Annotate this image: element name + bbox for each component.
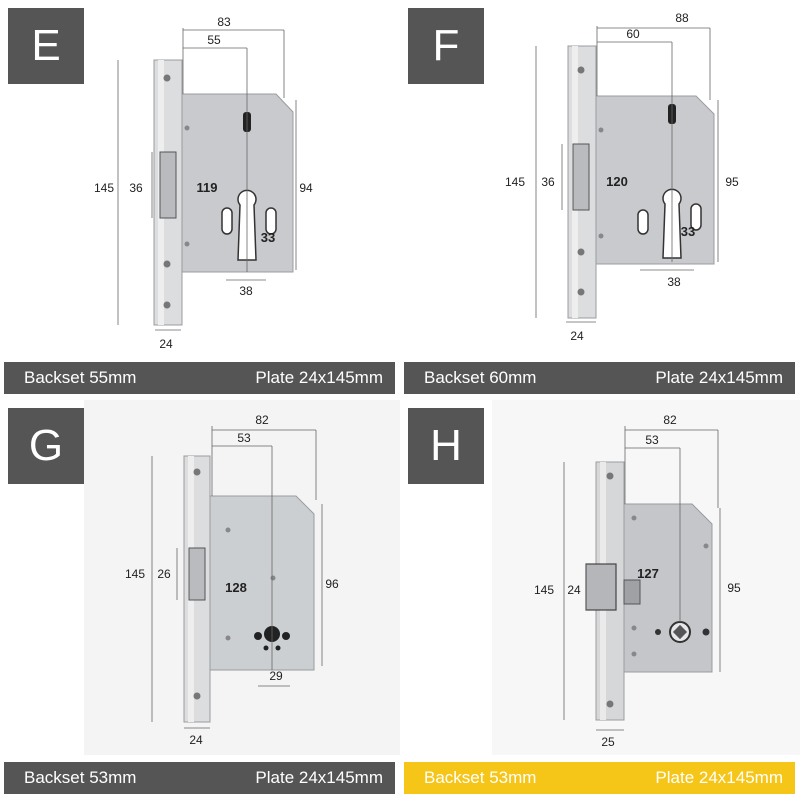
dim-case: 96	[325, 577, 339, 591]
rivet	[184, 241, 190, 247]
screw	[577, 288, 585, 296]
lock-diagram-e: 83 55 145 36 119 94 33 38 24	[94, 15, 313, 351]
rivet	[631, 651, 637, 657]
lock-case	[595, 95, 715, 265]
dim-width: 24	[159, 337, 173, 351]
bolt-hole	[275, 645, 281, 651]
dim-bottom: 29	[269, 669, 283, 683]
dim-backset: 53	[645, 433, 659, 447]
latch-bolt	[585, 563, 617, 611]
screw	[163, 260, 171, 268]
cylinder-hole	[690, 203, 702, 231]
backset-label: Backset 60mm	[424, 368, 537, 387]
cylinder-hole	[637, 209, 649, 235]
screw	[606, 472, 614, 480]
spec-bar: Backset 60mm Plate 24x145mm	[404, 362, 795, 394]
spec-bar: Backset 53mm Plate 24x145mm	[4, 762, 395, 794]
plate-label: Plate 24x145mm	[255, 368, 383, 387]
dim-backset: 55	[207, 33, 221, 47]
dim-total: 88	[675, 11, 689, 25]
dim-total: 83	[217, 15, 231, 29]
dim-latch: 36	[541, 175, 555, 189]
spindle-square	[672, 624, 688, 640]
lock-case	[209, 495, 315, 671]
dim-height: 145	[505, 175, 525, 189]
dim-latch: 24	[567, 583, 581, 597]
dim-bottom: 38	[667, 275, 681, 289]
dim-cylinder: 33	[261, 230, 275, 245]
rivet	[598, 127, 604, 133]
dim-center: 127	[637, 566, 659, 581]
rivet	[631, 515, 637, 521]
panel-letter-badge: E	[8, 8, 84, 84]
dim-backset: 53	[237, 431, 251, 445]
dim-case: 94	[299, 181, 313, 195]
dim-latch: 26	[157, 567, 171, 581]
backset-label: Backset 53mm	[24, 768, 137, 787]
panel-f: 88 60 145 36 120 95 33 38 24 F Backset 6…	[400, 0, 800, 400]
plate-label: Plate 24x145mm	[255, 768, 383, 787]
screw	[163, 301, 171, 309]
spec-bar-highlighted: Backset 53mm Plate 24x145mm	[404, 762, 795, 794]
dim-height: 145	[94, 181, 114, 195]
bolt-hole	[282, 632, 290, 640]
dim-center: 120	[606, 174, 628, 189]
latch-bolt	[572, 143, 590, 211]
rivet	[631, 625, 637, 631]
dim-center: 128	[225, 580, 247, 595]
bolt-hole	[263, 645, 269, 651]
bolt-hole	[254, 632, 262, 640]
plate-label: Plate 24x145mm	[655, 368, 783, 387]
latch-tongue	[623, 579, 641, 605]
panel-letter-badge: F	[408, 8, 484, 84]
screw	[577, 248, 585, 256]
dim-cylinder: 33	[681, 224, 695, 239]
rivet	[270, 575, 276, 581]
panel-letter-badge: G	[8, 408, 84, 484]
screw	[606, 700, 614, 708]
backset-label: Backset 53mm	[424, 768, 537, 787]
rivet	[184, 125, 190, 131]
dim-center: 119	[197, 180, 218, 195]
dim-latch: 36	[129, 181, 143, 195]
latch-bolt	[188, 547, 206, 601]
lock-diagram-h: 82 53 145 24 127 95 25	[492, 400, 800, 755]
panel-e: 83 55 145 36 119 94 33 38 24 E Backset 5…	[0, 0, 400, 400]
screw	[577, 66, 585, 74]
dim-bottom: 38	[239, 284, 253, 298]
dim-height: 145	[534, 583, 554, 597]
dim-backset: 60	[626, 27, 640, 41]
bolt-hole	[655, 629, 661, 635]
latch-bolt	[159, 151, 177, 219]
rivet	[703, 543, 709, 549]
dim-width: 24	[189, 733, 203, 747]
panel-h: 82 53 145 24 127 95 25 H Backset 53mm Pl…	[400, 400, 800, 800]
dim-total: 82	[255, 413, 269, 427]
rivet	[598, 233, 604, 239]
dim-width: 24	[570, 329, 584, 343]
screw	[163, 74, 171, 82]
cylinder-hole	[221, 207, 233, 235]
dim-height: 145	[125, 567, 145, 581]
lock-diagram-f: 88 60 145 36 120 95 33 38 24	[505, 11, 739, 343]
bolt-hole	[702, 628, 710, 636]
plate-label: Plate 24x145mm	[655, 768, 783, 787]
rivet	[225, 527, 231, 533]
screw	[193, 468, 201, 476]
panel-g: 82 53 145 26 128 96 29 24 G Backset 53mm…	[0, 400, 400, 800]
dim-width: 25	[601, 735, 615, 749]
screw	[193, 692, 201, 700]
rivet	[225, 635, 231, 641]
dim-case: 95	[727, 581, 741, 595]
panel-letter-badge: H	[408, 408, 484, 484]
cylinder-hole	[265, 207, 277, 235]
dim-case: 95	[725, 175, 739, 189]
spec-bar: Backset 55mm Plate 24x145mm	[4, 362, 395, 394]
lock-diagram-g: 82 53 145 26 128 96 29 24	[84, 400, 400, 755]
dim-total: 82	[663, 413, 677, 427]
backset-label: Backset 55mm	[24, 368, 137, 387]
